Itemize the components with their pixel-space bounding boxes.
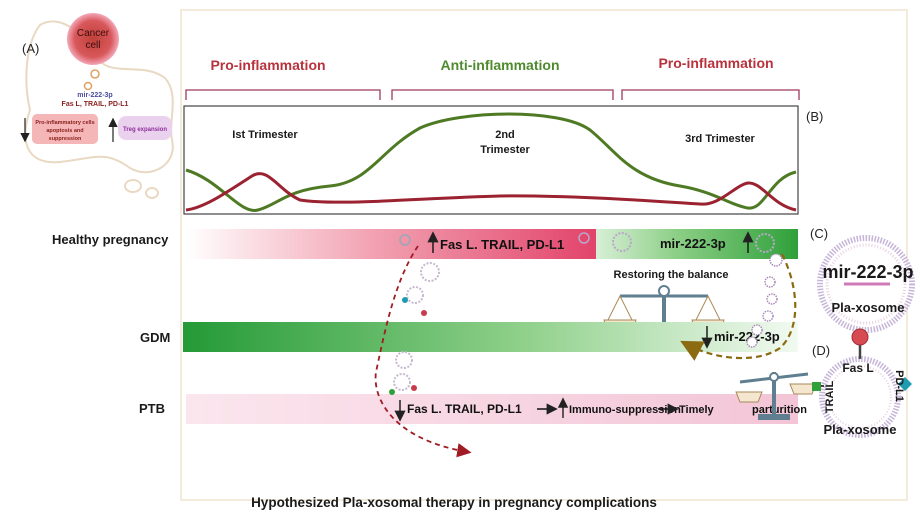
box-treg [118, 116, 172, 140]
ptb-bar: Fas L. TRAIL, PD-L1 Immuno-suppression T… [186, 394, 807, 424]
vesicle-blob [124, 179, 142, 193]
panel-c-label: (C) [810, 226, 828, 241]
ligand-dot-icon [402, 297, 408, 303]
ptb-immuno: Immuno-suppression [569, 404, 681, 416]
ligand-dot-icon [421, 310, 427, 316]
vesicle-blob [145, 187, 159, 199]
phase-2-bracket [391, 89, 614, 100]
panel-c-mir: mir-222-3p [822, 262, 913, 282]
ligand-dot-icon [389, 389, 395, 395]
exosome-icon [395, 351, 413, 369]
exosome-icon [755, 233, 775, 253]
panel-b-label: (B) [806, 109, 823, 124]
panel-d-fasl: Fas L [842, 361, 873, 375]
exosome-icon [393, 373, 411, 391]
phase-1-bracket [185, 89, 381, 100]
ptb-timely: Timely [679, 404, 715, 416]
panel-b: Pro-inflammation Anti-inflammation Pro-i… [183, 55, 823, 215]
phase-3-bracket [621, 89, 800, 100]
healthy-mir: mir-222-3p [660, 236, 726, 251]
cancer-cell-label-2: cell [85, 40, 100, 51]
panel-d-trail: TRAIL [824, 381, 836, 414]
mir-exosome-chain [746, 253, 783, 348]
exosome-cluster [389, 234, 440, 395]
box-pro-inflammatory-line3: suppression [49, 136, 82, 142]
panel-d-pdl1: PD-L1 [893, 370, 905, 402]
dashed-arrow-gold [680, 253, 797, 361]
restoring-balance-label: Restoring the balance [614, 269, 729, 281]
exosome-icon [83, 81, 93, 91]
curve-box [183, 105, 799, 215]
panel-d-label: (D) [812, 343, 830, 358]
pro-inflammation-curve [185, 172, 797, 212]
healthy-bar-green [596, 229, 798, 259]
phase-1-label: Pro-inflammation [210, 57, 325, 73]
gdm-bar-fill [183, 322, 798, 352]
anti-inflammation-curve [185, 112, 797, 212]
outer-frame [180, 9, 908, 501]
ligand-dot-icon [411, 385, 417, 391]
pdl1-ligand-icon [898, 377, 912, 391]
panel-d-name: Pla-xosome [824, 422, 897, 437]
exosome-icon [399, 234, 411, 246]
exosome-icon [406, 286, 424, 304]
row-label-ptb: PTB [139, 401, 165, 416]
trail-ligand-icon [812, 382, 821, 391]
fasl-ligand-icon [851, 328, 869, 346]
ptb-ligands: Fas L. TRAIL, PD-L1 [407, 402, 522, 416]
phase-3-label: Pro-inflammation [658, 55, 773, 71]
cancer-cell-label-1: Cancer [77, 28, 110, 39]
trimester-3-label: 3rd Trimester [685, 133, 755, 145]
gdm-bar: mir-222-3p [183, 322, 798, 352]
cancer-cell [67, 13, 119, 65]
box-pro-inflammatory-line2: apoptosis and [46, 128, 83, 134]
pla-xosome-d-inner [828, 365, 892, 429]
panel-a-ligands: Fas L, TRAIL, PD-L1 [62, 101, 129, 108]
exosome-icon [90, 69, 100, 79]
phase-2-label: Anti-inflammation [441, 57, 560, 73]
ptb-parturition: parturition [752, 404, 807, 416]
panel-a-mir: mir-222-3p [77, 92, 112, 99]
trimester-1-label: Ist Trimester [232, 129, 298, 141]
figure-caption: Hypothesized Pla-xosomal therapy in preg… [251, 495, 657, 510]
row-label-healthy: Healthy pregnancy [52, 232, 169, 247]
box-pro-inflammatory-line1: Pro-inflammatory cells [35, 120, 94, 126]
box-pro-inflammatory [32, 114, 98, 144]
row-label-gdm: GDM [140, 330, 170, 345]
panel-c: (C) mir-222-3p Pla-xosome [810, 226, 915, 333]
exosome-icon [612, 232, 632, 252]
panel-a-label: (A) [22, 41, 39, 56]
ptb-bar-fill [186, 394, 798, 424]
trimester-2-label-1: 2nd [495, 129, 515, 141]
trimester-2-label-2: Trimester [480, 144, 530, 156]
exosome-icon [420, 262, 440, 282]
balance-scale-tilted [735, 372, 817, 420]
exosome-icon [578, 232, 590, 244]
healthy-ligands: Fas L. TRAIL, PD-L1 [440, 237, 564, 252]
healthy-bar-pink [186, 229, 596, 259]
box-treg-label: Treg expansion [123, 127, 167, 133]
panel-d: (D) Fas L TRAIL PD-L1 Pla-xosome [812, 328, 912, 438]
panel-a: (A) Cancer cell mir-222-3p Fas L, TRAIL,… [20, 13, 174, 199]
healthy-bar: Fas L. TRAIL, PD-L1 mir-222-3p [186, 229, 798, 259]
panel-c-name: Pla-xosome [832, 300, 905, 315]
gdm-mir: mir-222-3p [714, 329, 780, 344]
